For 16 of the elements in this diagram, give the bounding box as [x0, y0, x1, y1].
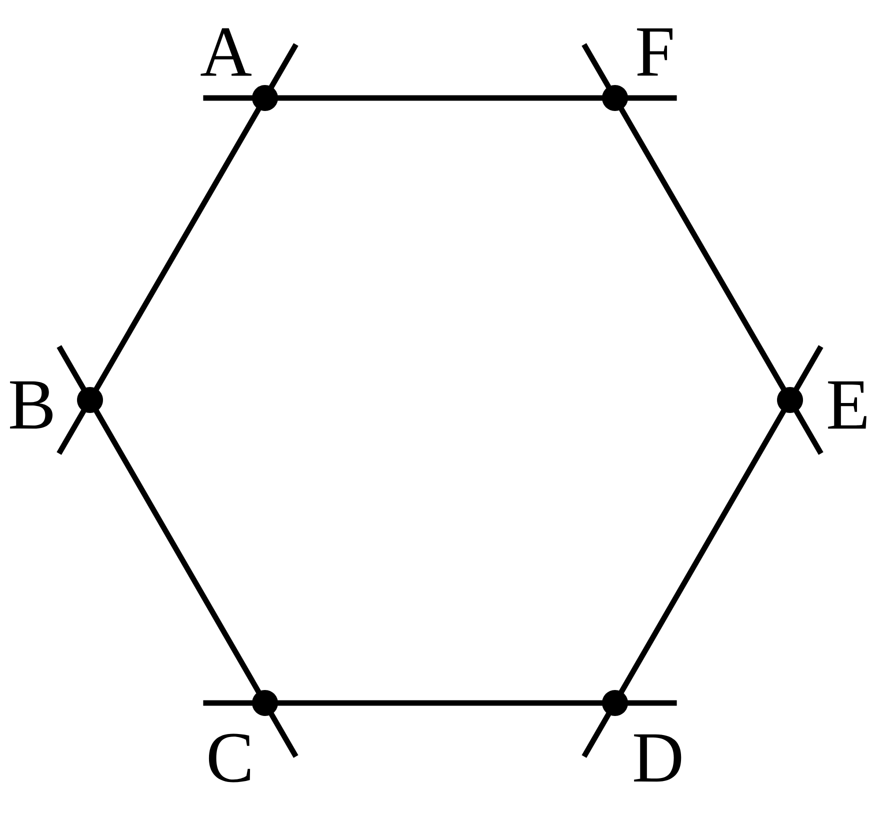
vertex-dot [602, 690, 628, 716]
hexagon-side [56, 43, 298, 455]
hexagon-side [582, 43, 824, 455]
vertex-dot [777, 387, 804, 413]
hexagon-side [203, 95, 677, 101]
vertex-dot [77, 387, 103, 413]
vertex-label: A [200, 28, 252, 76]
hexagon-side [56, 345, 298, 758]
hexagon-side [582, 345, 824, 758]
vertex-label: F [637, 28, 672, 76]
vertex-label: C [208, 734, 250, 782]
vertex-dot [602, 85, 628, 111]
vertex-label: D [634, 734, 682, 782]
hexagon-side [203, 700, 677, 706]
vertex-label: B [10, 381, 52, 429]
vertex-label: E [828, 381, 866, 429]
